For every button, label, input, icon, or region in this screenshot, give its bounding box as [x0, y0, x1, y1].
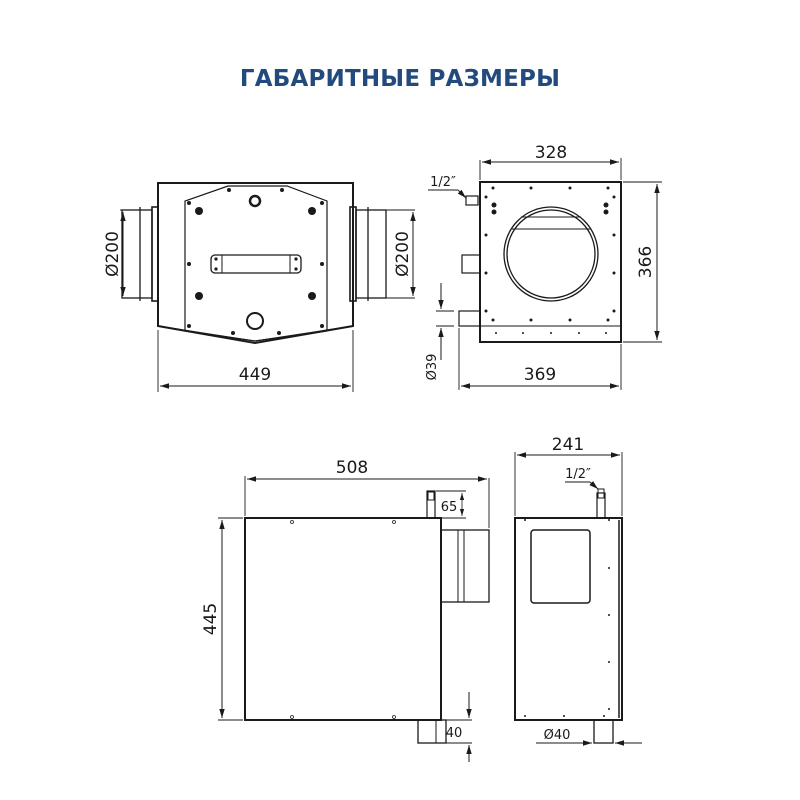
dim-65: 65 [441, 500, 458, 515]
dim-449: 449 [239, 365, 271, 385]
end-view [428, 158, 662, 390]
dim-328: 328 [535, 143, 567, 163]
dim-445: 445 [201, 603, 221, 635]
dim-40-bottom: 40 [446, 726, 463, 741]
dim-drain-40: Ø40 [544, 728, 571, 743]
top-view-bolts [187, 188, 324, 335]
side-view [218, 476, 490, 762]
dim-241: 241 [552, 435, 584, 455]
end-view-bolts [484, 186, 616, 334]
side-view-rivets [290, 520, 396, 719]
dim-369: 369 [524, 365, 556, 385]
top-view [120, 182, 416, 392]
page-title: ГАБАРИТНЫЕ РАЗМЕРЫ [239, 66, 561, 92]
dim-366: 366 [636, 246, 656, 278]
dim-outlet-diameter: Ø200 [393, 231, 413, 277]
narrow-side-view [514, 452, 642, 746]
dim-508: 508 [336, 458, 368, 478]
narrow-side-view-rivets [524, 519, 610, 717]
fitting-label-side: 1/2″ [565, 467, 591, 482]
dim-inlet-diameter: Ø200 [103, 231, 123, 277]
fitting-label-end: 1/2″ [430, 175, 456, 190]
dim-drain-39: Ø39 [425, 354, 440, 381]
